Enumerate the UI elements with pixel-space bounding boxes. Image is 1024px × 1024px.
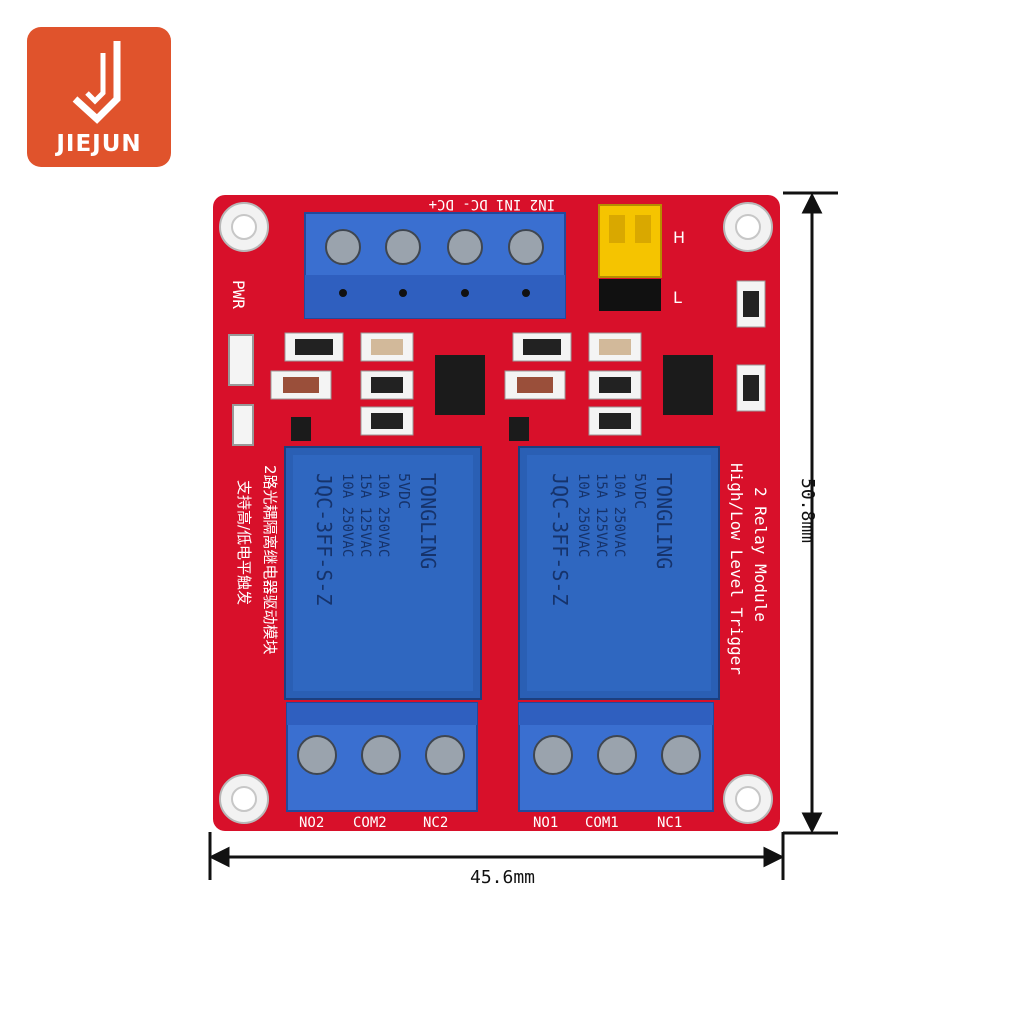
relay-right-model: JQC-3FF-S-Z (548, 473, 572, 605)
module-title-1: 2 Relay Module (751, 487, 770, 622)
output-terminal-right (518, 702, 714, 812)
relay-right-rating1: 10A 250VAC (611, 473, 627, 557)
jiejun-mark-icon (72, 41, 121, 124)
label-nc1: NC1 (657, 815, 682, 831)
top-terminal-label: IN2 IN1 DC- DC+ (429, 196, 555, 212)
width-dimension-label: 45.6mm (470, 867, 536, 888)
label-no1: NO1 (533, 815, 558, 831)
module-title-2: High/Low Level Trigger (727, 463, 746, 675)
relay-board-illustration: IN2 IN1 DC- DC+ H L PWR (213, 195, 780, 831)
label-nc2: NC2 (423, 815, 448, 831)
brand-logo: JIEJUN (27, 27, 171, 167)
relay-left-voltage: 5VDC (395, 473, 413, 509)
relay-right-rating3: 10A 250VAC (575, 473, 591, 557)
relay-right (518, 446, 720, 700)
relay-left-rating1: 10A 250VAC (375, 473, 391, 557)
relay-left (284, 446, 482, 700)
label-com1: COM1 (585, 815, 619, 831)
mounting-holes (219, 202, 773, 824)
relay-left-rating2: 15A 125VAC (357, 473, 373, 557)
relay-left-rating3: 10A 250VAC (339, 473, 355, 557)
relay-right-voltage: 5VDC (631, 473, 649, 509)
label-no2: NO2 (299, 815, 324, 831)
relay-right-rating2: 15A 125VAC (593, 473, 609, 557)
chinese-label-1: 2路光耦隔离继电器驱动模块 (261, 465, 279, 655)
label-com2: COM2 (353, 815, 387, 831)
jumper-h-label: H (673, 228, 685, 247)
relay-right-brand: TONGLING (652, 473, 676, 569)
chinese-label-2: 支持高/低电平触发 (235, 480, 253, 605)
smd-components (270, 280, 766, 441)
relay-left-model: JQC-3FF-S-Z (312, 473, 336, 605)
input-terminal-block (304, 212, 566, 319)
jumper-l-label: L (673, 288, 682, 307)
height-dimension-label: 50.8mm (797, 478, 818, 544)
power-led (228, 334, 254, 446)
pwr-label: PWR (229, 280, 248, 309)
output-terminal-left (286, 702, 478, 812)
relay-board: IN2 IN1 DC- DC+ H L PWR (213, 195, 780, 831)
brand-wordmark: JIEJUN (56, 131, 142, 157)
relay-left-brand: TONGLING (416, 473, 440, 569)
trigger-jumper (598, 204, 662, 311)
